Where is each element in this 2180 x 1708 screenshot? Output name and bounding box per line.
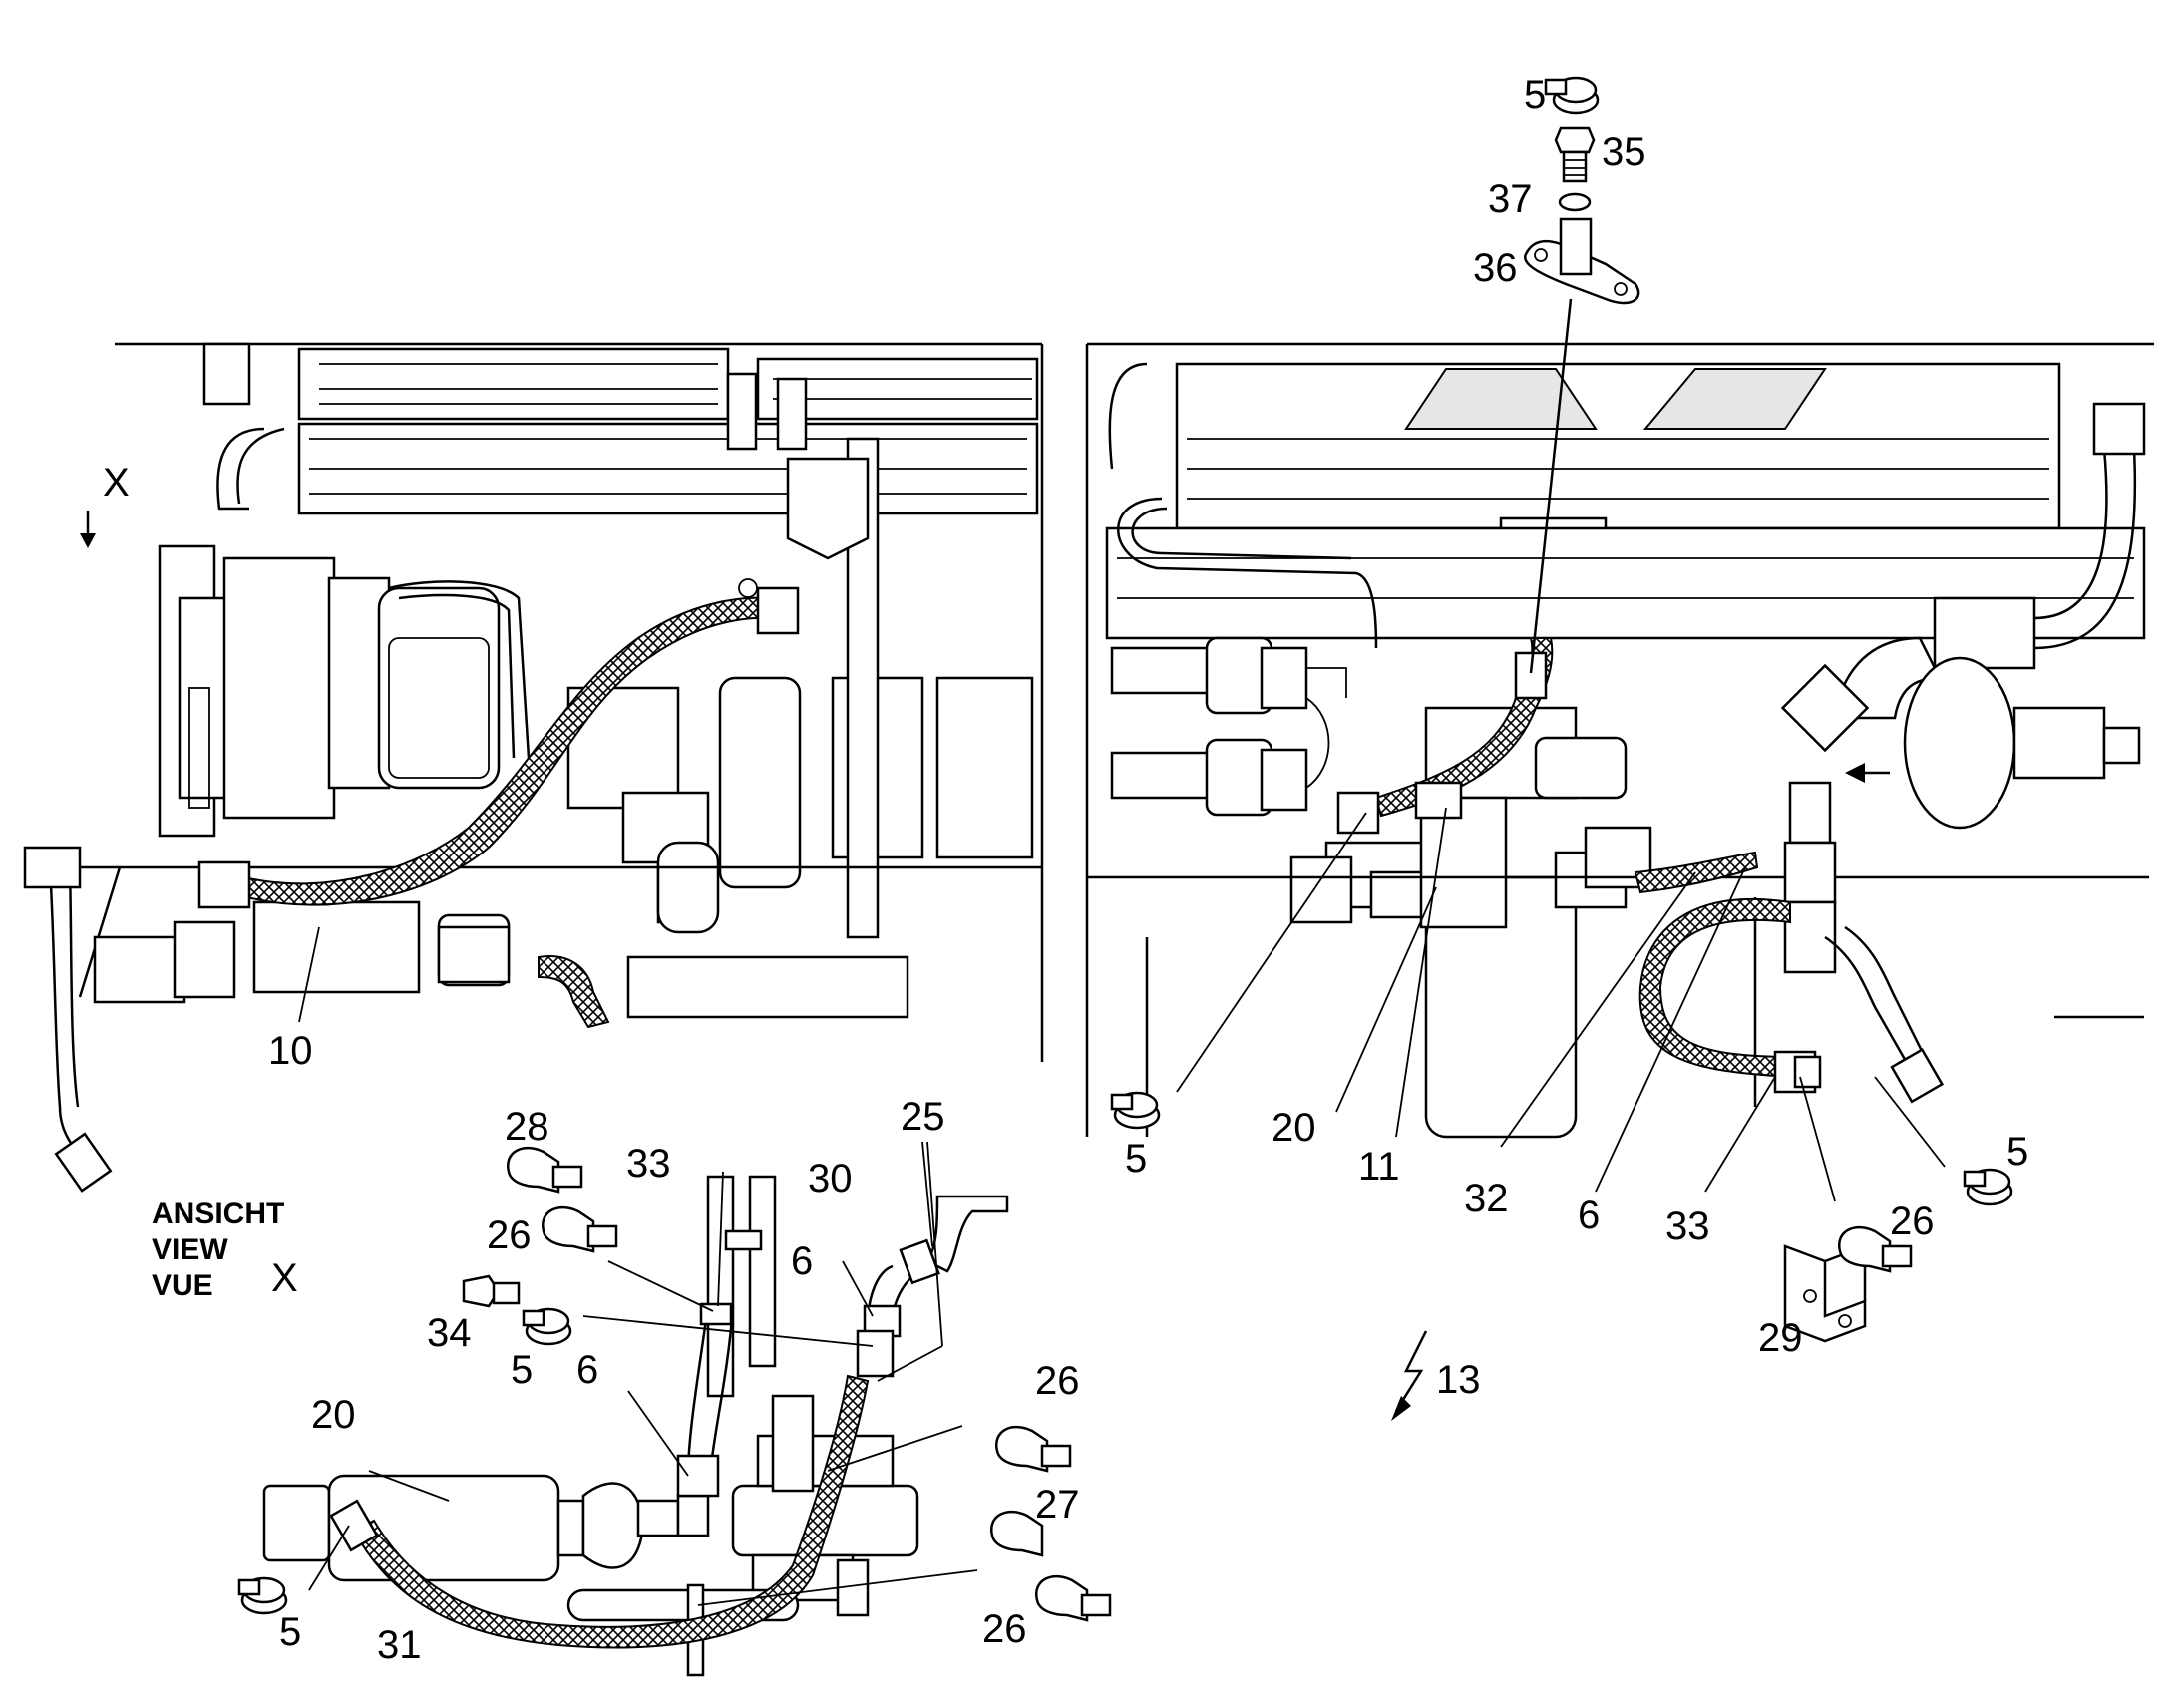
leader-lines bbox=[298, 807, 1946, 1606]
label-10: 10 bbox=[268, 1029, 313, 1073]
left-engine-view bbox=[23, 342, 1044, 1193]
label-5-right-a: 5 bbox=[1125, 1137, 1147, 1181]
label-6-b: 6 bbox=[576, 1348, 598, 1392]
label-29: 29 bbox=[1758, 1316, 1803, 1360]
label-20-left: 20 bbox=[311, 1393, 356, 1437]
callout-labels: 5 35 37 36 X 10 20 11 32 6 33 5 5 26 29 … bbox=[103, 73, 2028, 1667]
view-caption-ansicht: ANSICHT bbox=[152, 1197, 284, 1230]
label-20-right: 20 bbox=[1272, 1106, 1316, 1150]
label-36: 36 bbox=[1473, 246, 1518, 290]
view-x-marker bbox=[80, 511, 96, 548]
label-26-a: 26 bbox=[487, 1213, 532, 1257]
label-32: 32 bbox=[1464, 1177, 1509, 1220]
label-35: 35 bbox=[1602, 130, 1646, 173]
label-33-left: 33 bbox=[626, 1142, 671, 1186]
label-5-right-b: 5 bbox=[2006, 1130, 2028, 1174]
label-5-a: 5 bbox=[511, 1348, 533, 1392]
label-6-right: 6 bbox=[1578, 1194, 1600, 1237]
label-5-b: 5 bbox=[279, 1610, 301, 1654]
label-30: 30 bbox=[808, 1157, 853, 1200]
view-caption-marker: X bbox=[271, 1256, 298, 1300]
label-28: 28 bbox=[505, 1105, 549, 1149]
label-31: 31 bbox=[377, 1623, 422, 1667]
view-caption-vue: VUE bbox=[152, 1269, 213, 1302]
right-engine-view bbox=[1085, 342, 2154, 1139]
label-6-a: 6 bbox=[791, 1239, 813, 1283]
label-25: 25 bbox=[901, 1095, 945, 1139]
top-exploded-parts bbox=[1524, 76, 1640, 674]
bottom-exploded-parts bbox=[237, 1146, 1112, 1677]
right-exploded-parts bbox=[1110, 1091, 2013, 1421]
label-5-top: 5 bbox=[1524, 73, 1546, 117]
label-33-right: 33 bbox=[1665, 1204, 1710, 1248]
label-37: 37 bbox=[1488, 177, 1533, 221]
label-26-c: 26 bbox=[982, 1607, 1027, 1651]
label-11: 11 bbox=[1358, 1145, 1400, 1189]
label-x-view: X bbox=[103, 461, 130, 505]
label-13: 13 bbox=[1436, 1358, 1481, 1402]
label-34: 34 bbox=[427, 1311, 472, 1355]
label-27: 27 bbox=[1035, 1483, 1080, 1527]
view-caption-view: VIEW bbox=[152, 1233, 228, 1266]
label-26-right: 26 bbox=[1890, 1199, 1935, 1243]
label-26-b: 26 bbox=[1035, 1359, 1080, 1403]
